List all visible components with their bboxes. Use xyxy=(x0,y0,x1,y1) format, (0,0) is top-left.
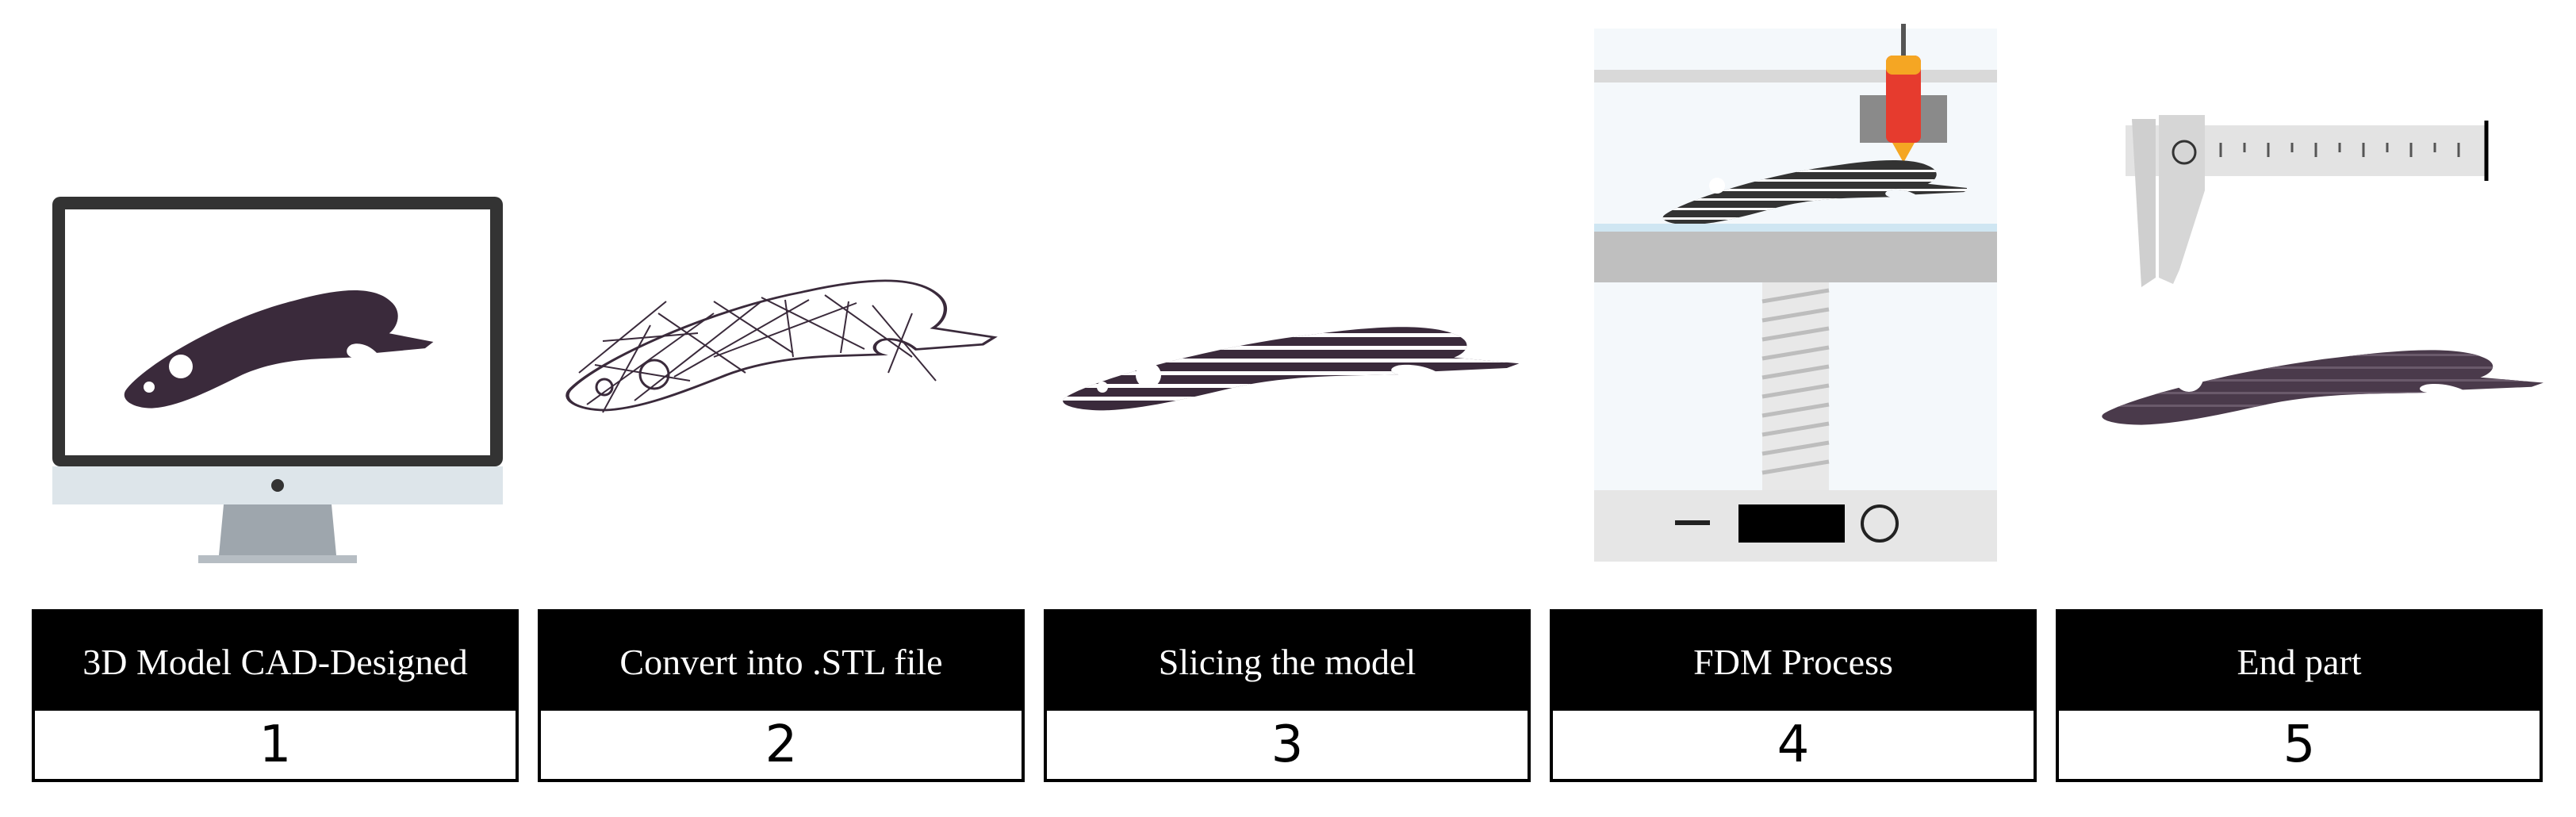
lead-screw-threads xyxy=(1761,288,1830,475)
monitor-stand xyxy=(219,504,336,555)
base-knob xyxy=(1861,504,1899,543)
step-5-label: End part xyxy=(2059,612,2540,711)
extruder-top xyxy=(1886,56,1921,75)
caliper-fixed-jaw xyxy=(2132,119,2156,287)
step-1-label: 3D Model CAD-Designed xyxy=(35,612,516,711)
fdm-printer-icon xyxy=(1594,24,1997,562)
end-part xyxy=(2102,350,2544,425)
stl-hole-small xyxy=(595,378,614,397)
step-2-label: Convert into .STL file xyxy=(541,612,1022,711)
sliced-hole-large xyxy=(1136,362,1161,388)
nozzle-icon xyxy=(1892,143,1915,163)
part-hole-small xyxy=(144,382,155,393)
step-2-number: 2 xyxy=(765,715,798,774)
step-5-number: 5 xyxy=(2283,715,2316,774)
printing-hole xyxy=(1709,178,1725,194)
caliper-part-icon xyxy=(2102,115,2544,425)
monitor-base xyxy=(198,555,357,563)
step-3: Slicing the model 3 xyxy=(1044,609,1531,782)
printer-top-rail xyxy=(1594,70,1997,82)
step-3-number: 3 xyxy=(1271,715,1304,774)
step-4: FDM Process 4 xyxy=(1550,609,2037,782)
extruder-heater xyxy=(1886,56,1921,143)
stl-hole-large xyxy=(638,359,670,390)
step-3-label: Slicing the model xyxy=(1047,612,1528,711)
stl-triangles xyxy=(578,294,937,413)
print-glass xyxy=(1594,224,1997,232)
monitor-icon xyxy=(52,197,503,563)
step-4-number: 4 xyxy=(1777,715,1810,774)
sliced-hole-small xyxy=(1097,382,1108,393)
step-4-label: FDM Process xyxy=(1553,612,2034,711)
caliper-ticks xyxy=(2219,143,2460,157)
part-hole-large xyxy=(169,355,193,378)
monitor-camera xyxy=(271,479,284,492)
print-bed xyxy=(1594,232,1997,282)
step-1: 3D Model CAD-Designed 1 xyxy=(32,609,519,782)
sliced-layers xyxy=(1063,327,1520,411)
step-1-number: 1 xyxy=(259,715,292,774)
base-display xyxy=(1738,504,1845,543)
stl-mesh-icon xyxy=(567,281,994,413)
sliced-part-icon xyxy=(1063,327,1520,411)
end-part-hole-large xyxy=(2175,363,2203,392)
step-2: Convert into .STL file 2 xyxy=(538,609,1025,782)
base-dash xyxy=(1675,520,1710,525)
end-part-hole-small xyxy=(2137,384,2149,397)
step-5: End part 5 xyxy=(2056,609,2543,782)
caliper-thumb-wheel xyxy=(2172,140,2197,165)
